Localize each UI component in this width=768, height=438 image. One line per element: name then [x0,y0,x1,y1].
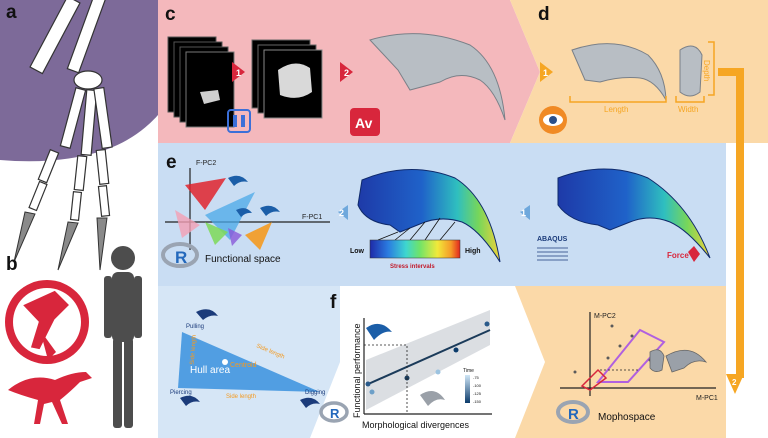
svg-text:R: R [175,248,187,267]
svg-text:2: 2 [732,378,737,387]
r-logo-icon: R [556,400,590,424]
panel-morphospace-background [515,286,726,438]
svg-text:Av: Av [355,115,373,131]
eye-icon [539,106,567,134]
stress-color-bar [369,239,461,259]
panel-label-e: e [166,152,177,173]
svg-text:1: 1 [236,68,241,78]
pulling-label: Pulling [186,324,204,330]
side-length-label-bottom: Side length [226,394,256,400]
centroid-marker [222,359,228,365]
svg-text:-125: -125 [473,391,482,396]
morphospace-hull-purple [595,328,666,383]
f-pc1-label: F-PC1 [302,214,322,221]
step-arrow-d2 [726,374,744,394]
force-label: Force [667,251,689,260]
fea-mesh-claw-icon [557,168,711,259]
foot-skeleton-icon [28,0,113,222]
f-y-axis-label: Functional performance [352,323,362,418]
svg-text:1: 1 [521,208,526,218]
fea-stress-claw-icon [357,169,501,263]
functional-space-triangles [175,178,272,250]
reference-lines [364,344,408,414]
panel-a [0,0,200,271]
morphospace-points [573,324,652,374]
m-pc2-label: M-PC2 [594,313,616,320]
stress-intervals-label: Stress intervals [390,264,435,270]
width-label: Width [678,105,698,114]
claw-front-view-icon [679,45,703,97]
panel-label-c: c [165,4,176,25]
claw-thumbnail-icon [665,349,708,373]
r-logo-icon: R [161,242,199,268]
panel-morphospace: M-PC2 M-PC1 R Mophospace 2 [515,286,744,438]
step-arrow-e2 [338,205,348,220]
panel-hull: Pulling Piercing Digging Hull area Centr… [158,286,340,438]
claw-front-thumbnail-icon [649,349,665,372]
depth-label: Depth [702,60,711,81]
panel-label-f: f [330,292,337,313]
morphospace-hull-red [580,368,608,391]
ct-image-stack-1 [167,36,235,128]
abaqus-logo-icon [537,247,568,261]
hull-area-triangle [178,332,320,392]
centroid-label: Centroid [230,362,257,369]
svg-text:1: 1 [543,68,548,78]
panel-b [5,246,142,428]
confidence-band [366,310,490,410]
measure-brackets [569,41,715,103]
ct-image-stack-2 [251,39,323,119]
stress-low-label: Low [350,248,365,255]
stress-high-label: High [465,248,481,255]
claw-mini-icon [180,309,320,408]
step-arrow-e1 [520,205,530,220]
fiji-logo-icon [227,109,251,133]
panel-label-b: b [6,254,18,275]
svg-text:-75: -75 [473,375,480,380]
panel-e: F-PC2 F-PC1 R Functional space 2 [158,143,726,302]
svg-text:-100: -100 [473,383,482,388]
panel-c: 1 2 Av [158,0,540,143]
f-pc2-label: F-PC2 [196,160,216,167]
piercing-label: Piercing [170,390,192,396]
svg-text:Time: Time [463,368,474,374]
data-points [365,321,490,395]
abaqus-label: ABAQUS [537,236,568,243]
time-legend: Time -75 -100 -125 -150 [463,368,482,404]
regression-line [365,329,491,386]
claw-mini-icon [228,175,280,217]
svg-text:-150: -150 [473,399,482,404]
svg-text:2: 2 [339,208,344,218]
claw-icon [13,211,108,271]
dinosaur-silhouette-icon [8,372,92,424]
svg-text:2: 2 [344,68,349,78]
claw-thumbnail-icon [366,323,445,406]
f-x-axis-label: Morphological divergences [362,420,470,430]
step-arrow-c1 [232,62,245,82]
step-arrow-d1 [540,62,553,82]
pipeline-arrow-d [718,68,744,378]
m-pc1-label: M-PC1 [696,395,718,402]
panel-d: 1 Length Width Depth [510,0,768,378]
r-logo-icon: R [319,401,349,423]
step-arrow-c2 [340,62,353,82]
side-length-label-left: Side length [190,335,198,365]
force-arrow-icon [688,246,700,262]
stress-leader-lines [377,217,456,241]
claw-3d-model-icon [369,33,506,121]
human-silhouette-icon [104,246,142,428]
functional-space-title: Functional space [205,254,281,265]
panel-label-d: d [538,4,550,25]
svg-text:R: R [568,406,579,423]
avizo-logo-icon: Av [350,108,380,136]
digging-label: Digging [305,390,325,396]
morphospace-title: Mophospace [598,412,656,423]
svg-text:R: R [330,406,340,421]
panel-f: Time -75 -100 -125 -150 Functional perfo… [310,286,545,438]
panel-label-a: a [6,2,17,23]
hull-area-label: Hull area [190,365,230,376]
length-label: Length [604,105,628,114]
